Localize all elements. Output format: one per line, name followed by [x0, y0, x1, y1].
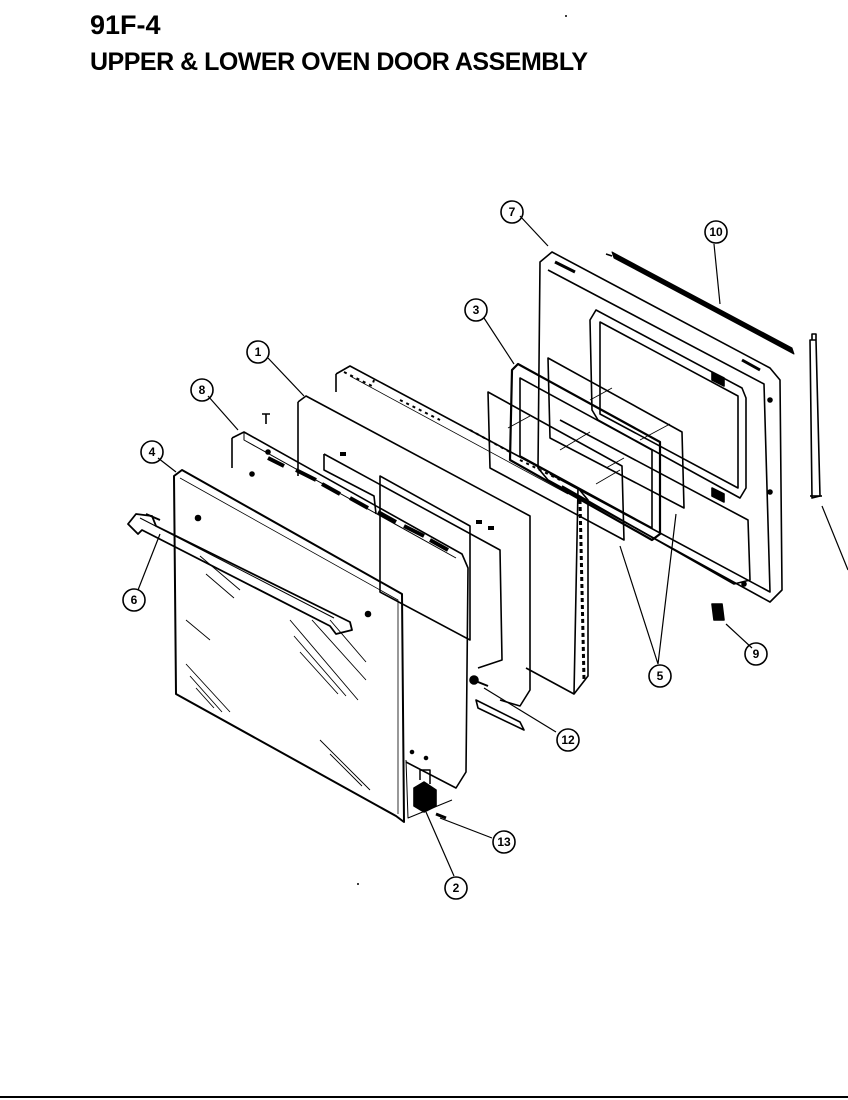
svg-text:8: 8	[199, 383, 206, 397]
part-inner-panel	[297, 395, 531, 731]
part-upper-channel	[605, 251, 795, 355]
callout-12: 12	[556, 728, 580, 752]
callout-4: 4	[140, 440, 164, 464]
part-insulation	[335, 365, 589, 695]
part-inner-door-liner	[537, 251, 783, 603]
callout-2: 2	[444, 876, 468, 900]
svg-text:13: 13	[497, 835, 511, 849]
leader-lines	[137, 215, 848, 877]
callout-7: 7	[500, 200, 524, 224]
bottom-rule	[0, 1096, 848, 1098]
part-clip	[711, 603, 725, 621]
part-glass-frame	[508, 362, 662, 542]
svg-text:12: 12	[561, 733, 575, 747]
part-hinge-bracket	[413, 769, 447, 820]
callout-8: 8	[190, 378, 214, 402]
svg-text:9: 9	[753, 647, 760, 661]
callout-6: 6	[122, 588, 146, 612]
part-screw-12	[469, 675, 489, 687]
callout-3: 3	[464, 298, 488, 322]
callout-9: 9	[744, 642, 768, 666]
svg-text:2: 2	[453, 881, 460, 895]
callout-10: 10	[704, 220, 728, 244]
svg-text:4: 4	[149, 445, 156, 459]
page-title: UPPER & LOWER OVEN DOOR ASSEMBLY	[90, 48, 588, 76]
svg-text:1: 1	[255, 345, 262, 359]
callout-13: 13	[492, 830, 516, 854]
part-door-handle	[127, 513, 353, 635]
part-front-glass	[173, 469, 405, 823]
svg-text:7: 7	[509, 205, 516, 219]
svg-text:6: 6	[131, 593, 138, 607]
svg-text:10: 10	[709, 225, 723, 239]
part-outer-frame	[231, 413, 469, 819]
callouts: 7 10 3 1 8 4 6 5 9 12 13 2	[122, 200, 768, 900]
part-window-glass	[487, 357, 685, 541]
part-side-rod	[809, 333, 822, 499]
callout-5: 5	[648, 664, 672, 688]
svg-text:5: 5	[657, 669, 664, 683]
svg-text:3: 3	[473, 303, 480, 317]
page-code: 91F-4	[90, 10, 161, 40]
callout-1: 1	[246, 340, 270, 364]
